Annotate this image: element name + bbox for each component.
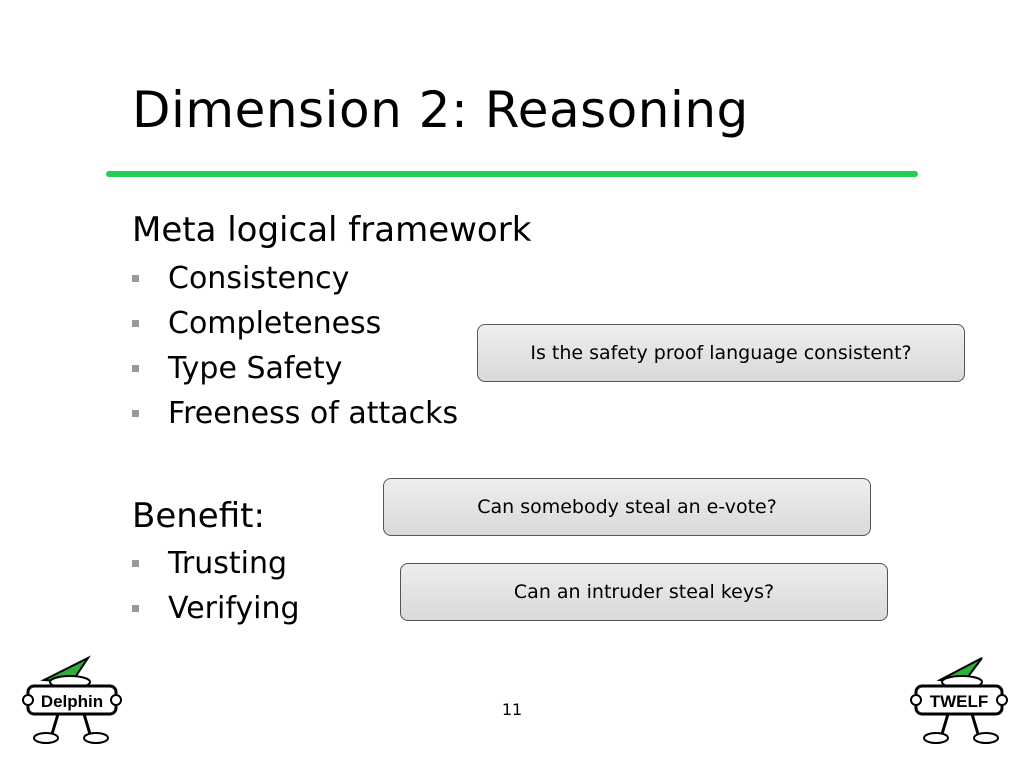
section-heading-framework: Meta logical framework [132,210,532,250]
bullet-item: Completeness [132,301,458,346]
bullet-item: Trusting [132,541,300,586]
framework-bullet-list: Consistency Completeness Type Safety Fre… [132,256,458,436]
callout-steal-evote: Can somebody steal an e-vote? [383,478,871,536]
bullet-item: Verifying [132,586,300,631]
bullet-item: Type Safety [132,346,458,391]
delphin-logo-text: Delphin [41,692,103,711]
square-bullet-icon [132,365,139,372]
callout-safety-proof: Is the safety proof language consistent? [477,324,965,382]
square-bullet-icon [132,410,139,417]
title-underline [106,171,918,177]
bullet-item: Consistency [132,256,458,301]
page-number: 11 [501,700,523,719]
slide-title: Dimension 2: Reasoning [132,81,749,139]
callout-steal-keys: Can an intruder steal keys? [400,563,888,621]
bullet-item: Freeness of attacks [132,391,458,436]
benefit-bullet-list: Trusting Verifying [132,541,300,631]
twelf-logo: TWELF [910,657,1008,744]
section-heading-benefit: Benefit: [132,496,265,536]
square-bullet-icon [132,560,139,567]
square-bullet-icon [132,605,139,612]
delphin-logo: Delphin [22,655,122,744]
square-bullet-icon [132,275,139,282]
square-bullet-icon [132,320,139,327]
twelf-logo-text: TWELF [930,692,989,711]
